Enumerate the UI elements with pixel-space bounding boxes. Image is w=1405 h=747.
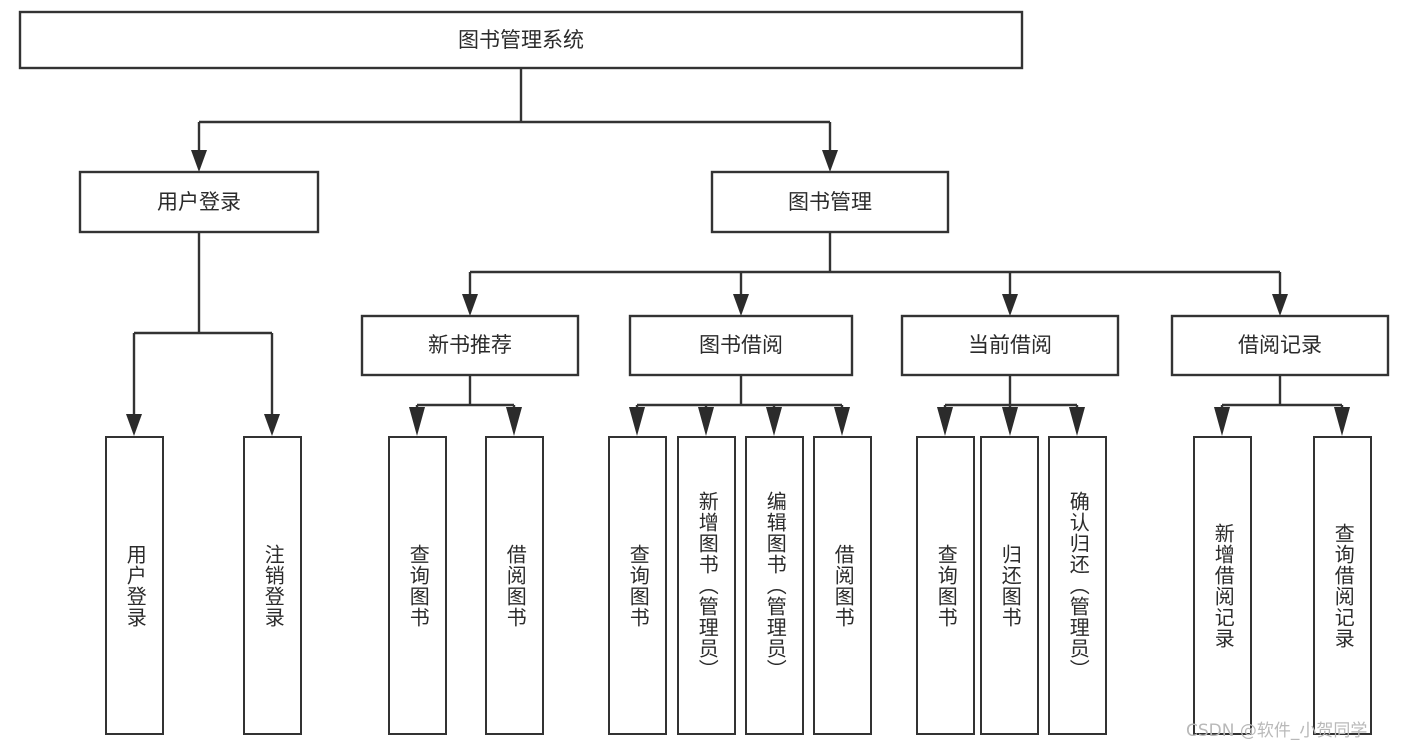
node-book-borrow-label: 图书借阅 bbox=[699, 333, 783, 357]
leaf-label: 编辑图书（管理员） bbox=[763, 491, 788, 680]
leaf-label: 注销登录 bbox=[261, 543, 286, 628]
leaf-query-book-cur[interactable]: 查询图书 bbox=[916, 436, 975, 735]
node-user-login-label: 用户登录 bbox=[157, 190, 241, 214]
arrow-head-borrow-record bbox=[1272, 294, 1288, 316]
arrow-head-book-borrow bbox=[733, 294, 749, 316]
node-new-book-rec[interactable]: 新书推荐 bbox=[360, 314, 580, 377]
leaf-label: 用户登录 bbox=[123, 543, 148, 628]
node-book-mgmt-label: 图书管理 bbox=[788, 190, 872, 214]
leaf-return-book[interactable]: 归还图书 bbox=[980, 436, 1039, 735]
node-new-book-rec-box[interactable] bbox=[360, 314, 580, 377]
leaf-confirm-return[interactable]: 确认归还（管理员） bbox=[1048, 436, 1107, 735]
leaf-label: 查询图书 bbox=[626, 543, 651, 628]
leaf-query-record[interactable]: 查询借阅记录 bbox=[1313, 436, 1372, 735]
leaf-borrow-book-rec[interactable]: 借阅图书 bbox=[485, 436, 544, 735]
leaf-add-record[interactable]: 新增借阅记录 bbox=[1193, 436, 1252, 735]
node-user-login-box[interactable] bbox=[78, 170, 320, 234]
leaf-edit-book-admin[interactable]: 编辑图书（管理员） bbox=[745, 436, 804, 735]
node-book-borrow-box[interactable] bbox=[628, 314, 854, 377]
arrow-head-leaf-add-book-admin bbox=[698, 407, 714, 436]
arrow-head-leaf-borrow-book-rec bbox=[506, 407, 522, 436]
node-root[interactable]: 图书管理系统 bbox=[18, 10, 1024, 70]
arrow-head-leaf-edit-book-admin bbox=[766, 407, 782, 436]
leaf-user-login[interactable]: 用户登录 bbox=[105, 436, 164, 735]
leaf-label: 查询图书 bbox=[934, 543, 959, 628]
node-current-borrow[interactable]: 当前借阅 bbox=[900, 314, 1120, 377]
arrow-head-leaf-logout bbox=[264, 414, 280, 436]
arrow-head-leaf-query-book-bor bbox=[629, 407, 645, 436]
leaf-label: 查询图书 bbox=[406, 543, 431, 628]
arrow-head-new-book-rec bbox=[462, 294, 478, 316]
arrow-head-leaf-return-book bbox=[1002, 407, 1018, 436]
node-root-label: 图书管理系统 bbox=[458, 28, 584, 52]
node-borrow-record[interactable]: 借阅记录 bbox=[1170, 314, 1390, 377]
node-book-mgmt[interactable]: 图书管理 bbox=[710, 170, 950, 234]
leaf-borrow-book-bor[interactable]: 借阅图书 bbox=[813, 436, 872, 735]
arrow-head-leaf-query-record bbox=[1334, 407, 1350, 436]
connector-group-borrow-record bbox=[1214, 375, 1350, 436]
node-current-borrow-box[interactable] bbox=[900, 314, 1120, 377]
node-borrow-record-label: 借阅记录 bbox=[1238, 333, 1322, 357]
connector-group-book-borrow bbox=[629, 375, 850, 436]
leaf-add-book-admin[interactable]: 新增图书（管理员） bbox=[677, 436, 736, 735]
arrow-head-leaf-borrow-book-bor bbox=[834, 407, 850, 436]
arrow-head-leaf-confirm-return bbox=[1069, 407, 1085, 436]
connector-group-new-book-rec bbox=[409, 375, 522, 436]
arrow-head-leaf-query-book-rec bbox=[409, 407, 425, 436]
node-root-box[interactable] bbox=[18, 10, 1024, 70]
node-book-mgmt-box[interactable] bbox=[710, 170, 950, 234]
arrow-head-leaf-query-book-cur bbox=[937, 407, 953, 436]
node-borrow-record-box[interactable] bbox=[1170, 314, 1390, 377]
leaf-label: 新增借阅记录 bbox=[1211, 522, 1236, 649]
leaf-logout[interactable]: 注销登录 bbox=[243, 436, 302, 735]
leaf-label: 查询借阅记录 bbox=[1331, 522, 1356, 649]
arrow-head-user-login bbox=[191, 150, 207, 172]
leaf-label: 归还图书 bbox=[998, 543, 1023, 628]
arrow-head-leaf-user-login bbox=[126, 414, 142, 436]
connector-group-current-borrow bbox=[937, 375, 1085, 436]
node-book-borrow[interactable]: 图书借阅 bbox=[628, 314, 854, 377]
node-new-book-rec-label: 新书推荐 bbox=[428, 333, 512, 357]
node-current-borrow-label: 当前借阅 bbox=[968, 333, 1052, 357]
leaf-label: 确认归还（管理员） bbox=[1066, 491, 1091, 680]
connector-group-user-login bbox=[126, 232, 280, 436]
leaf-label: 新增图书（管理员） bbox=[695, 491, 720, 680]
node-user-login[interactable]: 用户登录 bbox=[78, 170, 320, 234]
leaf-label: 借阅图书 bbox=[831, 543, 856, 628]
leaf-query-book-rec[interactable]: 查询图书 bbox=[388, 436, 447, 735]
connector-group-book-mgmt bbox=[462, 232, 1288, 316]
arrow-head-leaf-add-record bbox=[1214, 407, 1230, 436]
arrow-head-book-mgmt bbox=[822, 150, 838, 172]
leaf-query-book-bor[interactable]: 查询图书 bbox=[608, 436, 667, 735]
arrow-head-current-borrow bbox=[1002, 294, 1018, 316]
connector-group-root bbox=[191, 68, 838, 172]
leaf-label: 借阅图书 bbox=[503, 543, 528, 628]
